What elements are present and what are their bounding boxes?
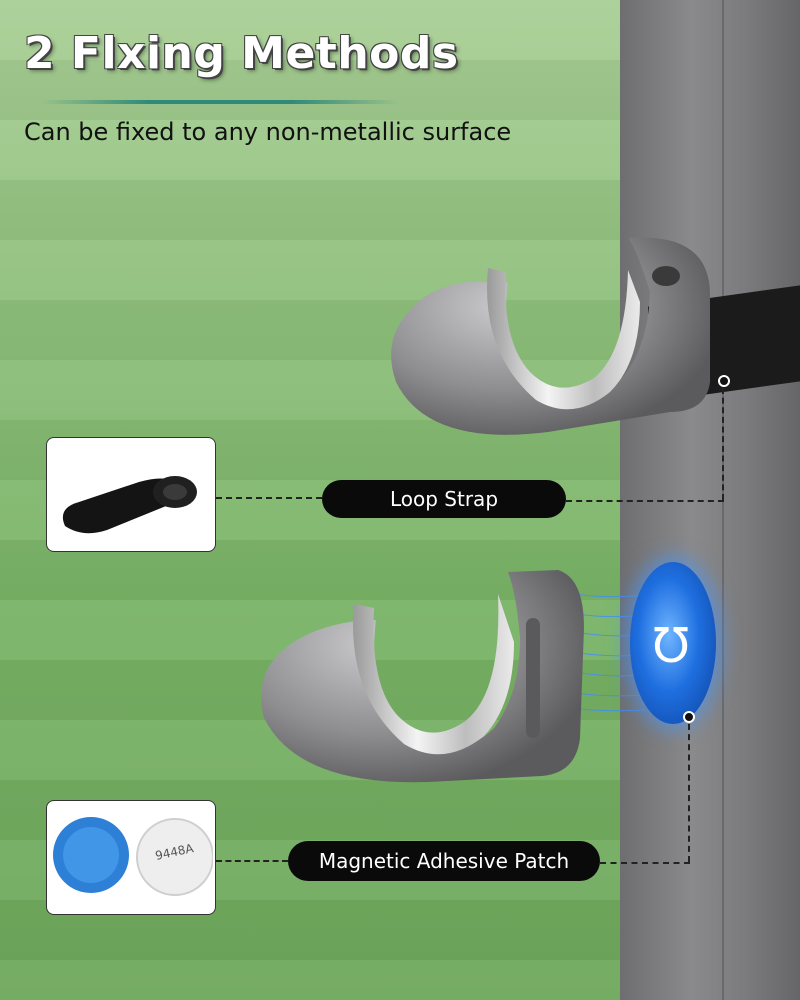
page-subtitle: Can be fixed to any non-metallic surface xyxy=(24,118,512,146)
hook-top-illustration xyxy=(391,237,710,435)
hook-bottom-illustration xyxy=(261,570,584,783)
loop-strap-label: Loop Strap xyxy=(322,480,566,518)
patch-anchor-dot xyxy=(683,711,695,723)
loop-strap-leader-line-vertical xyxy=(722,388,724,500)
magnet-icon: Ω xyxy=(652,615,690,671)
adhesive-patch-icon xyxy=(53,817,214,896)
loop-strap-thumbnail xyxy=(46,437,216,552)
strap-anchor-dot xyxy=(718,375,730,387)
magnetic-adhesive-patch-label: Magnetic Adhesive Patch xyxy=(288,841,600,881)
patch-leader-line-right xyxy=(600,862,690,864)
title-underline xyxy=(40,100,400,104)
loop-strap-leader-line-left xyxy=(216,497,322,499)
adhesive-patch-thumbnail: 9448A xyxy=(46,800,216,915)
loop-strap-leader-line-right xyxy=(566,500,724,502)
velcro-strap-icon xyxy=(62,476,197,534)
patch-leader-line-left xyxy=(216,860,288,862)
page-title: 2 Flxing Methods xyxy=(24,28,459,79)
magnetic-patch-disc xyxy=(630,562,716,724)
patch-leader-line-vertical xyxy=(688,724,690,862)
